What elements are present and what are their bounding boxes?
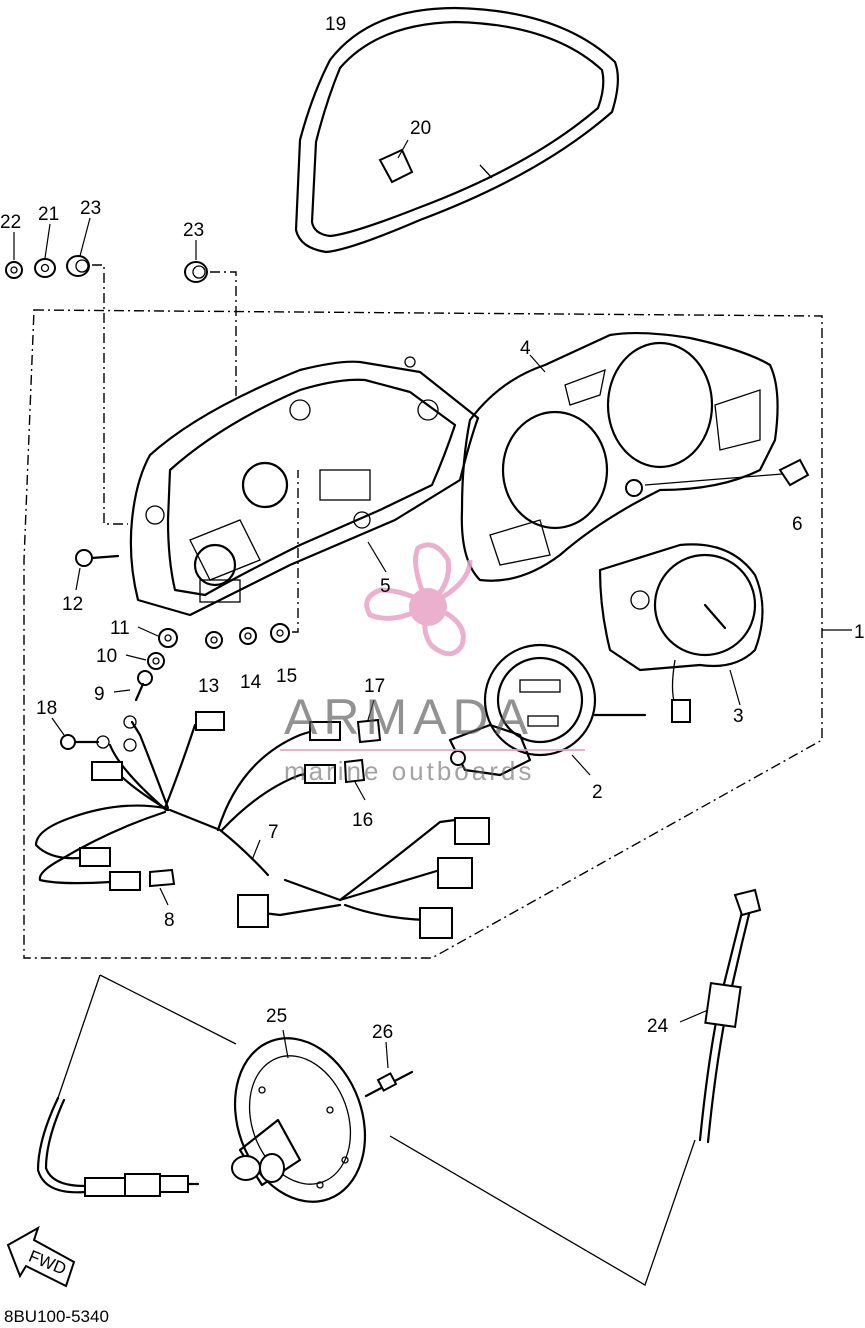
label-part-22: 22 [0,212,21,233]
tachometer-part [598,543,764,723]
lower-cable-part [36,1096,200,1197]
cable-leader-lines [57,974,696,1286]
label-part-14: 14 [240,672,262,693]
label-part-19: 19 [325,14,346,35]
label-part-3: 3 [733,706,744,727]
screw-part-12 [75,549,120,591]
label-part-17: 17 [364,676,385,697]
logo-blade-1 [413,542,452,610]
label-part-15: 15 [276,666,297,687]
label-part-24: 24 [647,1016,669,1037]
pin-part-26 [364,1041,414,1098]
label-part-8: 8 [164,910,175,931]
speedometer-part [448,643,647,777]
assembly-boundary [23,309,823,959]
hardware-grommets [5,217,237,525]
label-part-12: 12 [62,594,83,615]
speedometer-gear-unit-part [231,1029,367,1203]
label-part-26: 26 [372,1022,393,1043]
label-part-20: 20 [410,118,431,139]
speedometer-cable-part [679,888,762,1144]
label-part-25: 25 [266,1006,287,1027]
forward-direction-arrow: FWD [6,1225,76,1288]
label-part-6: 6 [792,514,803,535]
drawing-code: 8BU100-5340 [4,1307,109,1326]
label-part-23-left: 23 [80,198,101,219]
label-part-5: 5 [380,576,391,597]
bulb-part-6 [625,458,810,497]
wire-harness-part [34,699,490,939]
part-number-labels: 19 20 22 21 23 23 4 6 5 12 1 11 10 9 13 … [0,14,865,1043]
meter-case-part [129,356,480,617]
label-part-13: 13 [198,676,219,697]
cover-cushion-part [378,139,414,184]
label-part-18: 18 [36,698,57,719]
label-part-21: 21 [38,204,59,225]
meter-cover-part [294,6,619,254]
label-part-4: 4 [520,338,531,359]
label-part-2: 2 [592,782,603,803]
label-part-23-right: 23 [183,220,204,241]
watermark-tagline: marine outboards [284,756,534,786]
watermark-brand: ARMADA [284,689,534,745]
logo-blade-2 [364,587,433,621]
meter-panel-part [460,332,779,582]
logo-blade-3 [422,601,466,657]
label-part-7: 7 [268,822,279,843]
label-part-1: 1 [854,622,865,643]
label-part-16: 16 [352,810,373,831]
small-parts-group [113,470,299,702]
label-part-10: 10 [96,646,117,667]
armada-watermark: ARMADA marine outboards [280,542,585,786]
logo-hub [409,588,447,626]
label-part-9: 9 [94,684,105,705]
label-part-11: 11 [110,618,130,639]
propeller-logo-icon [364,542,473,657]
